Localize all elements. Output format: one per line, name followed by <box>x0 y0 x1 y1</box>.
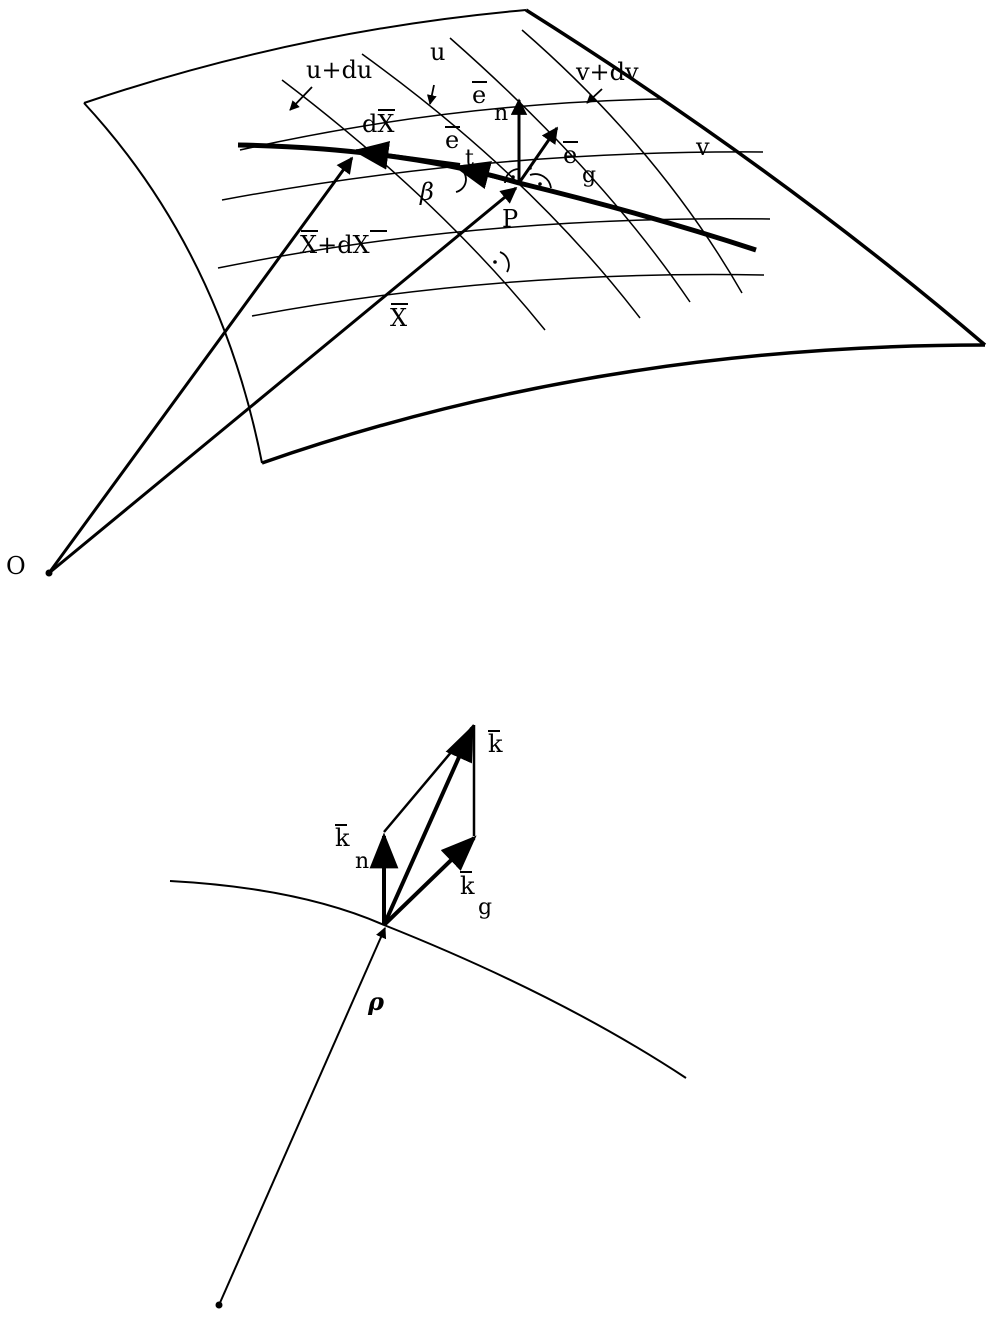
right-angle-arc-right <box>529 173 552 189</box>
u-du-line <box>281 79 546 331</box>
grid-right-angle-dot <box>493 260 497 264</box>
vector-x <box>48 186 518 575</box>
v-line-3 <box>217 217 771 269</box>
space-curve <box>169 880 687 1079</box>
pointer-u <box>426 84 437 105</box>
u-line-3 <box>449 37 691 303</box>
label-origin: O <box>6 552 26 580</box>
rho-origin-point <box>215 1301 223 1309</box>
curvature-diagram: k k n k g ρ <box>169 724 687 1309</box>
surface-edge-right <box>525 8 987 347</box>
vector-x-plus-dx <box>47 156 354 574</box>
beta-angle-arc <box>455 169 467 193</box>
vector-rho <box>218 926 387 1306</box>
label-dx: dX <box>362 110 394 138</box>
label-e-g-base: e <box>563 141 577 169</box>
label-k-n-sub: n <box>355 849 369 874</box>
right-angle-dot-3 <box>538 182 542 186</box>
pointer-v-dv <box>586 88 603 104</box>
label-beta: β <box>419 178 434 206</box>
label-x: X <box>390 304 407 332</box>
label-x-plus-dx: X+dX <box>300 231 370 259</box>
surface-edge-bottom <box>261 343 986 465</box>
label-e-n-sub: n <box>494 101 508 126</box>
label-rho: ρ <box>367 987 385 1016</box>
grid-right-angle-arc <box>499 251 510 273</box>
surface-diagram: O P u+du u v+dv v β dX X+dX X e t e n e … <box>6 8 987 580</box>
vector-k <box>382 724 474 926</box>
right-angle-dot-2 <box>528 166 532 170</box>
right-angle-dot-1 <box>511 175 515 179</box>
label-u-plus-du: u+du <box>306 56 372 84</box>
parallelogram-top-left <box>383 724 475 833</box>
v-dv-line <box>239 98 661 151</box>
right-angle-arc-left <box>504 168 520 184</box>
pointer-u-du <box>289 86 313 111</box>
label-e-n-base: e <box>472 81 486 109</box>
label-e-g-sub: g <box>582 163 596 188</box>
label-v: v <box>695 133 710 161</box>
label-u: u <box>430 38 445 66</box>
label-k: k <box>488 730 503 758</box>
label-e-t-base: e <box>445 126 459 154</box>
label-k-n-base: k <box>335 824 350 852</box>
surface-edge-left <box>83 102 263 464</box>
origin-point <box>45 569 53 577</box>
surface-edge-top <box>83 9 527 104</box>
label-k-g-sub: g <box>478 895 492 920</box>
vector-e-g <box>517 126 559 184</box>
label-e-t-sub: t <box>465 146 474 171</box>
vector-dx <box>352 141 461 170</box>
label-v-plus-dv: v+dv <box>575 58 639 86</box>
v-line-4 <box>251 273 765 317</box>
label-k-g-base: k <box>460 872 475 900</box>
label-point-p: P <box>502 205 518 233</box>
vector-e-t <box>453 161 520 190</box>
vector-k-g <box>382 835 477 927</box>
u-line-4 <box>521 29 743 294</box>
